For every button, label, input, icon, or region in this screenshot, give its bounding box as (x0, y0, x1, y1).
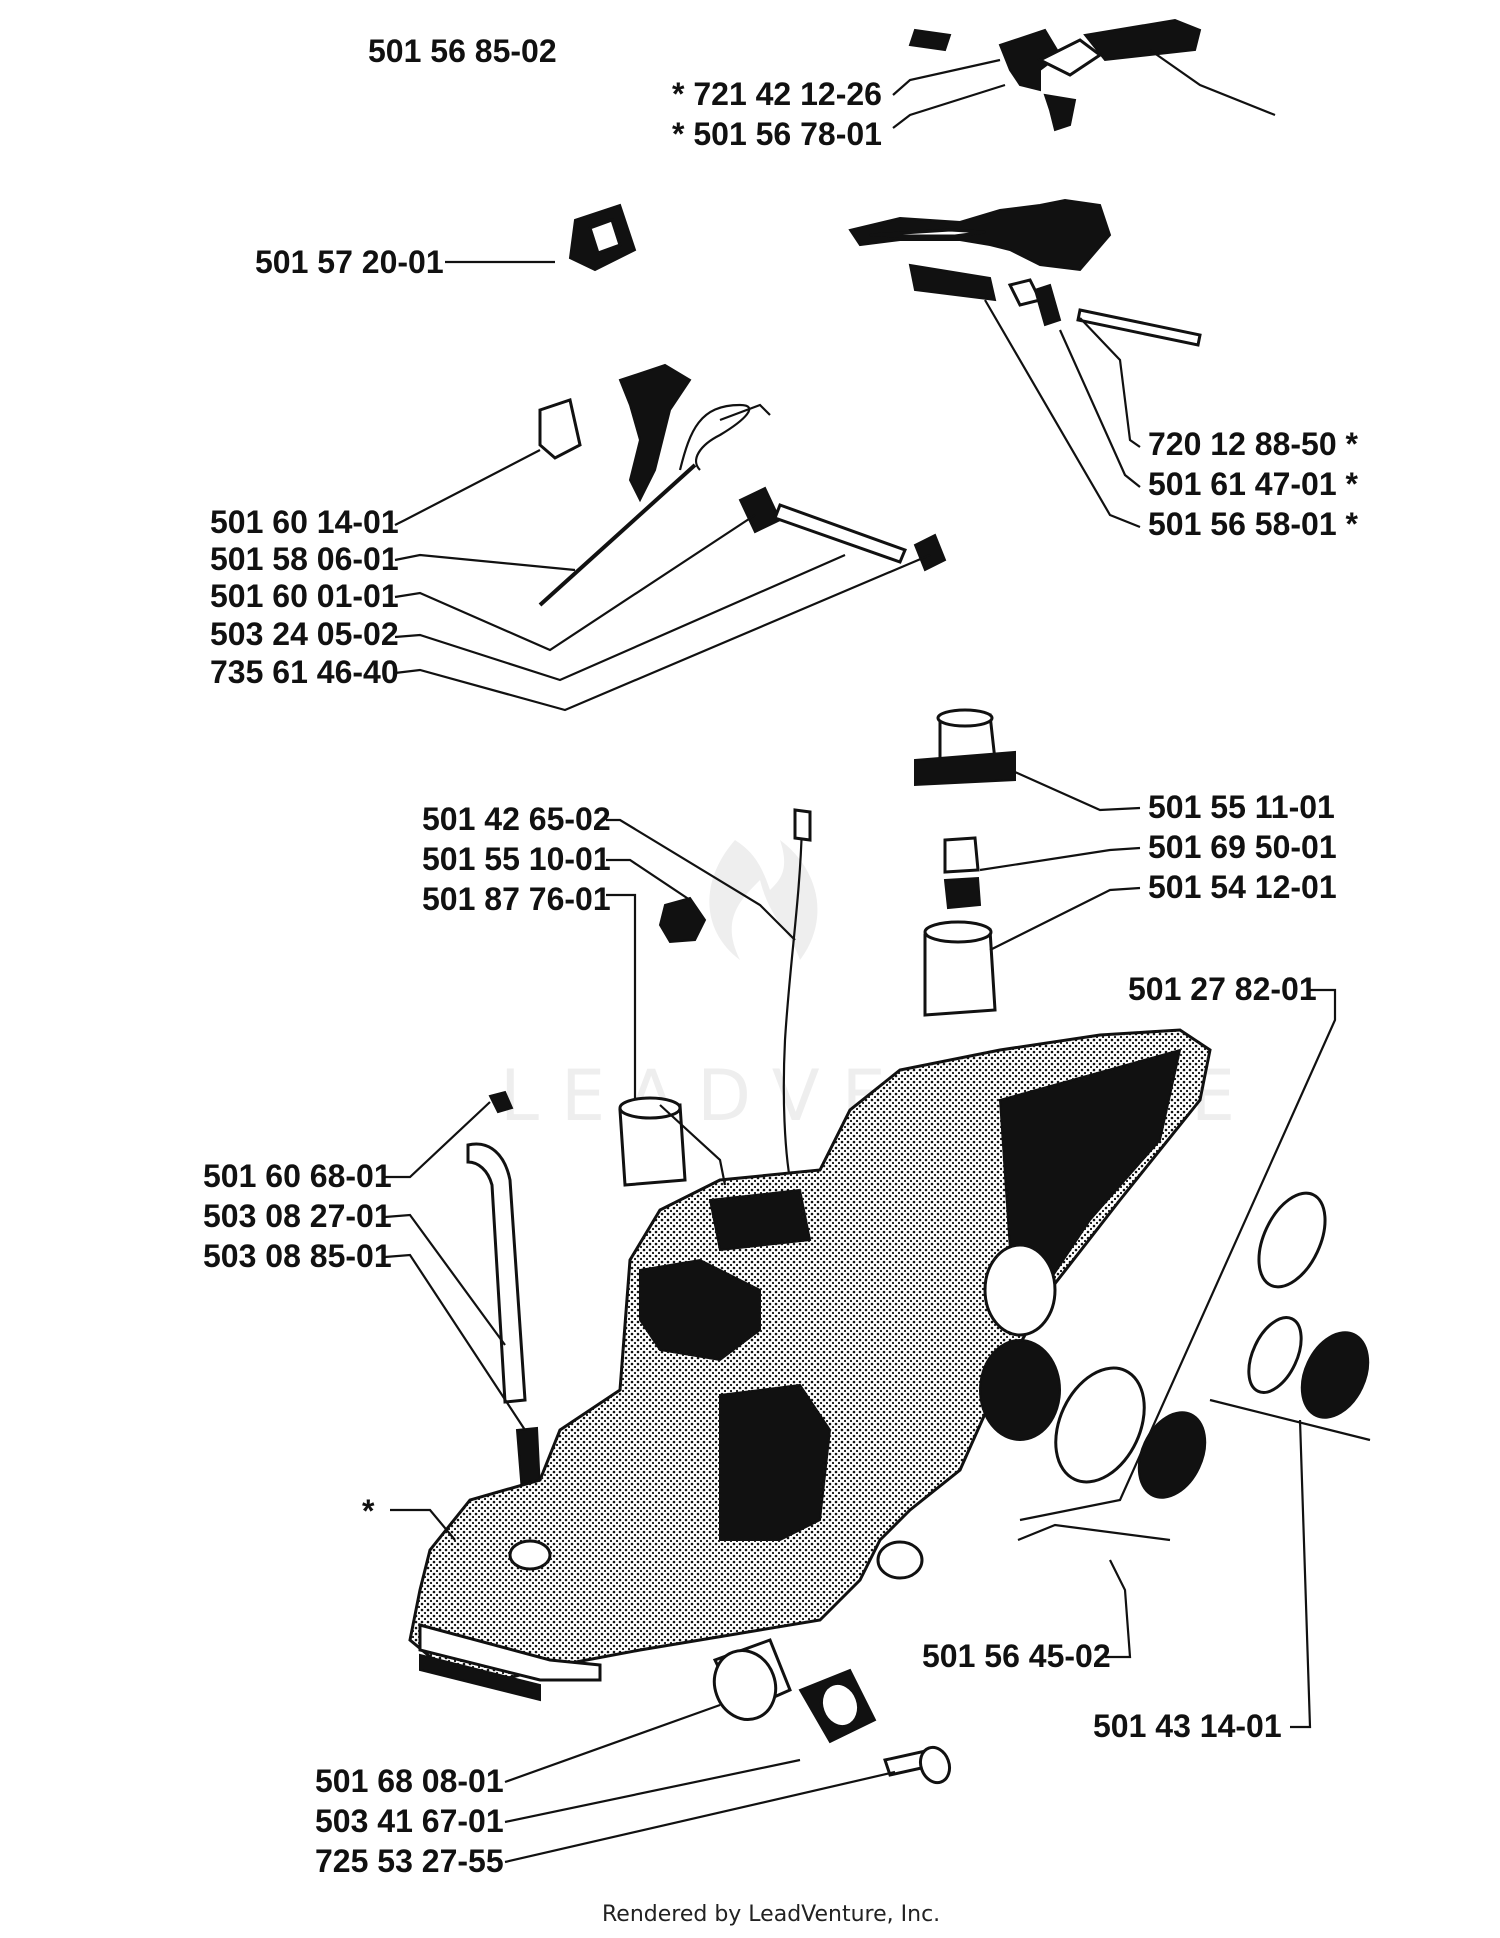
label-501-43-14-01: 501 43 14-01 (1093, 1708, 1282, 1744)
label-501-56-78-01: * 501 56 78-01 (672, 116, 882, 152)
footer-credit: Rendered by LeadVenture, Inc. (602, 1902, 940, 1927)
label-asterisk: * (362, 1493, 375, 1529)
small-cap-and-filter (618, 896, 707, 1187)
oil-hose (782, 808, 812, 1181)
label-501-60-68-01: 501 60 68-01 (203, 1158, 392, 1194)
part-labels: 501 56 85-02 * 721 42 12-26 * 501 56 78-… (203, 33, 1359, 1879)
label-503-41-67-01: 503 41 67-01 (315, 1803, 504, 1839)
label-725-53-27-55: 725 53 27-55 (315, 1843, 504, 1879)
label-503-08-27-01: 503 08 27-01 (203, 1198, 392, 1234)
part-501-57-20-01 (568, 203, 637, 272)
label-501-60-01-01: 501 60 01-01 (210, 578, 399, 614)
label-721-42-12-26: * 721 42 12-26 (672, 76, 882, 112)
cap-stack (914, 708, 1016, 1017)
label-501-42-65-02: 501 42 65-02 (422, 801, 611, 837)
trigger-assembly (538, 363, 947, 607)
hose-503-08-27-01 (466, 1090, 542, 1494)
label-501-55-10-01: 501 55 10-01 (422, 841, 611, 877)
label-501-55-11-01: 501 55 11-01 (1148, 789, 1335, 825)
label-501-54-12-01: 501 54 12-01 (1148, 869, 1337, 905)
throttle-handle-top (908, 18, 1202, 132)
label-501-61-47-01: 501 61 47-01 * (1148, 466, 1359, 502)
handle-lever-assembly (848, 198, 1202, 347)
bushing-and-screw (712, 1638, 952, 1785)
label-720-12-88-50: 720 12 88-50 * (1148, 426, 1359, 462)
label-503-24-05-02: 503 24 05-02 (210, 616, 399, 652)
label-501-57-20-01: 501 57 20-01 (255, 244, 444, 280)
label-501-68-08-01: 501 68 08-01 (315, 1763, 504, 1799)
label-501-60-14-01: 501 60 14-01 (210, 504, 399, 540)
label-501-56-58-01: 501 56 58-01 * (1148, 506, 1359, 542)
label-501-56-45-02: 501 56 45-02 (922, 1638, 1111, 1674)
label-501-87-76-01: 501 87 76-01 (422, 881, 611, 917)
label-501-58-06-01: 501 58 06-01 (210, 541, 399, 577)
label-503-08-85-01: 503 08 85-01 (203, 1238, 392, 1274)
crankcase-body (408, 1028, 1212, 1702)
label-735-61-46-40: 735 61 46-40 (210, 654, 399, 690)
label-501-56-85-02: 501 56 85-02 (368, 33, 557, 69)
label-501-27-82-01: 501 27 82-01 (1128, 971, 1317, 1007)
label-501-69-50-01: 501 69 50-01 (1148, 829, 1337, 865)
leader-lines (384, 49, 1371, 1864)
seal-rings (1054, 1191, 1370, 1499)
